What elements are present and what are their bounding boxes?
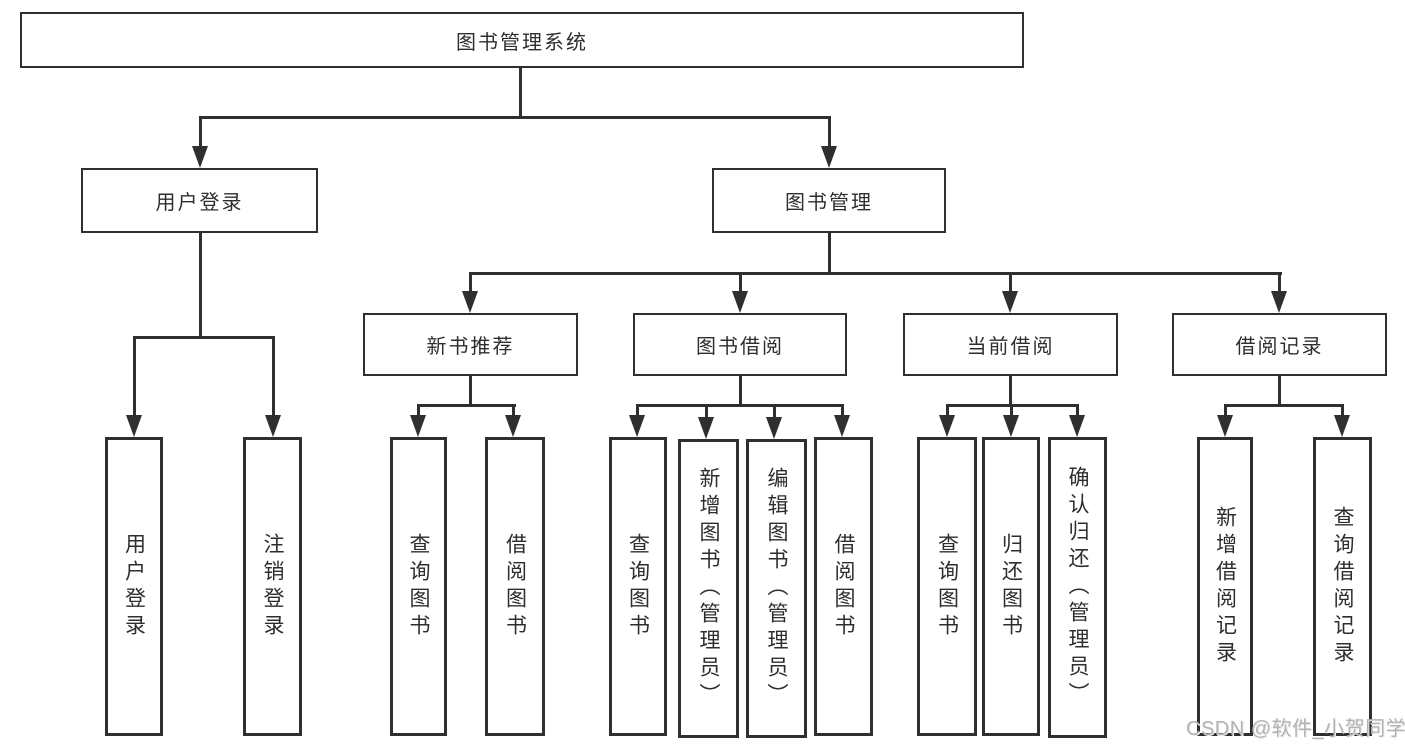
node-label: 查询图书 — [407, 532, 430, 641]
leaf-borrow-books-2: 借阅图书 — [814, 437, 873, 736]
node-new-book-recommend: 新书推荐 — [363, 313, 578, 376]
leaf-return-book: 归还图书 — [982, 437, 1040, 736]
arrowhead-current-borrowing — [1002, 291, 1018, 313]
connector-stem-leaf-query-books-1 — [416, 404, 420, 417]
connector-bus-new-book-recommend — [416, 404, 516, 407]
leaf-logout: 注销登录 — [243, 437, 302, 736]
leaf-user-login: 用户登录 — [105, 437, 163, 736]
connector-bus-level2 — [198, 116, 831, 119]
arrowhead-leaf-query-books-2 — [629, 415, 645, 437]
node-label: 新书推荐 — [426, 336, 515, 358]
leaf-add-book-admin: 新增图书（管理员） — [678, 439, 739, 738]
node-borrowing-records: 借阅记录 — [1172, 313, 1387, 376]
arrowhead-leaf-user-login — [126, 415, 142, 437]
node-book-management: 图书管理 — [712, 168, 946, 233]
node-label: 确认归还（管理员） — [1066, 466, 1089, 709]
connector-bus-borrowing-records — [1223, 404, 1344, 407]
arrowhead-user-login — [192, 146, 208, 168]
arrowhead-leaf-borrow-books-1 — [505, 415, 521, 437]
connector-stem-leaf-borrow-books-1 — [511, 404, 515, 417]
connector-book-management-stem — [827, 233, 831, 274]
node-label: 查询图书 — [935, 532, 959, 641]
connector-stem-borrowing-records — [1277, 272, 1281, 293]
leaf-confirm-return-admin: 确认归还（管理员） — [1048, 437, 1107, 738]
connector-stem-leaf-edit-book — [772, 404, 776, 419]
connector-root-stem — [518, 67, 522, 118]
leaf-query-books-1: 查询图书 — [390, 437, 447, 736]
arrowhead-new-book-recommend — [462, 291, 478, 313]
connector-stem-leaf-add-borrow-record — [1223, 404, 1227, 417]
node-label: 注销登录 — [261, 532, 284, 641]
node-label: 借阅图书 — [503, 532, 527, 641]
arrowhead-leaf-query-books-1 — [410, 415, 426, 437]
node-label: 新增图书（管理员） — [697, 467, 720, 710]
leaf-edit-book-admin: 编辑图书（管理员） — [746, 439, 807, 738]
connector-stem-new-book-recommend — [468, 272, 472, 293]
arrowhead-leaf-borrow-books-2 — [834, 415, 850, 437]
node-user-login: 用户登录 — [81, 168, 318, 233]
arrowhead-leaf-add-borrow-record — [1217, 415, 1233, 437]
leaf-query-books-3: 查询图书 — [917, 437, 977, 736]
node-label: 用户登录 — [155, 192, 244, 214]
leaf-query-borrow-record: 查询借阅记录 — [1313, 437, 1372, 736]
arrowhead-leaf-add-book — [698, 417, 714, 439]
node-label: 当前借阅 — [966, 336, 1055, 358]
arrowhead-book-borrowing — [732, 291, 748, 313]
node-label: 查询图书 — [626, 532, 650, 641]
leaf-add-borrow-record: 新增借阅记录 — [1197, 437, 1253, 736]
connector-bus-level3 — [468, 272, 1282, 275]
arrowhead-leaf-return-book — [1003, 415, 1019, 437]
node-label: 编辑图书（管理员） — [765, 467, 788, 710]
leaf-borrow-books-1: 借阅图书 — [485, 437, 545, 736]
connector-bus-book-borrowing — [635, 404, 844, 407]
connector-stem-book-management — [827, 116, 831, 147]
connector-user-login-stem — [198, 233, 202, 337]
node-book-borrowing: 图书借阅 — [633, 313, 847, 376]
node-label: 查询借阅记录 — [1331, 505, 1354, 668]
node-label: 图书管理 — [785, 192, 873, 214]
connector-stem-user-login — [198, 116, 202, 147]
connector-book-borrowing-stem — [738, 376, 742, 406]
connector-stem-leaf-confirm-return — [1075, 404, 1079, 417]
node-label: 图书借阅 — [696, 336, 784, 358]
arrowhead-leaf-edit-book — [766, 417, 782, 439]
connector-current-borrowing-stem — [1008, 376, 1012, 406]
connector-stem-leaf-user-login — [132, 336, 136, 416]
connector-stem-book-borrowing — [738, 272, 742, 293]
node-label: 新增借阅记录 — [1213, 505, 1237, 668]
node-label: 借阅图书 — [832, 532, 855, 641]
connector-stem-leaf-borrow-books-2 — [840, 404, 844, 417]
connector-new-book-recommend-stem — [468, 376, 472, 406]
arrowhead-leaf-confirm-return — [1069, 415, 1085, 437]
connector-borrowing-records-stem — [1277, 376, 1281, 406]
arrowhead-leaf-query-borrow-record — [1334, 415, 1350, 437]
arrowhead-leaf-query-books-3 — [939, 415, 955, 437]
connector-bus-user-login — [132, 336, 275, 339]
node-label: 借阅记录 — [1235, 336, 1324, 358]
arrowhead-leaf-logout — [265, 415, 281, 437]
csdn-watermark: CSDN @软件_小贺同学 — [1186, 718, 1405, 740]
node-label: 图书管理系统 — [456, 31, 588, 54]
connector-stem-leaf-add-book — [704, 404, 708, 419]
node-current-borrowing: 当前借阅 — [903, 313, 1118, 376]
connector-stem-leaf-query-books-2 — [635, 404, 639, 417]
connector-stem-leaf-return-book — [1009, 404, 1013, 417]
node-library-system-root: 图书管理系统 — [20, 12, 1024, 68]
arrowhead-book-management — [821, 146, 837, 168]
node-label: 归还图书 — [999, 532, 1023, 641]
arrowhead-borrowing-records — [1271, 291, 1287, 313]
connector-stem-leaf-logout — [271, 336, 275, 416]
connector-stem-leaf-query-borrow-record — [1340, 404, 1344, 417]
connector-stem-current-borrowing — [1008, 272, 1012, 293]
connector-stem-leaf-query-books-3 — [945, 404, 949, 417]
node-label: 用户登录 — [122, 532, 146, 641]
leaf-query-books-2: 查询图书 — [609, 437, 667, 736]
